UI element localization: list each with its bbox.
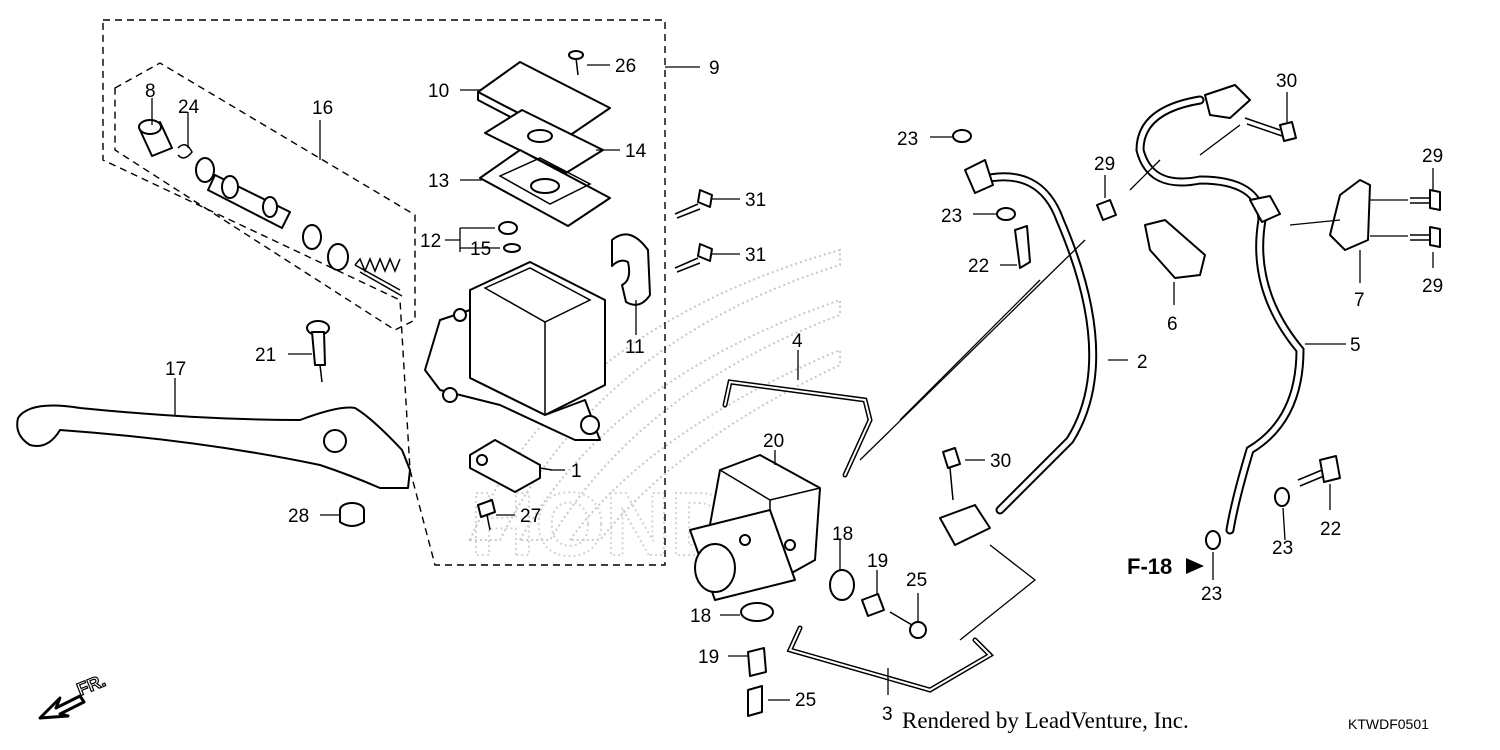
callout: 17 bbox=[165, 359, 186, 380]
callout: 16 bbox=[312, 98, 333, 119]
callout-numbers: 1 2 3 4 5 6 7 8 9 10 11 12 13 14 15 16 1… bbox=[145, 56, 1443, 725]
hose-joint-upper bbox=[1204, 84, 1251, 119]
switch-screw bbox=[477, 499, 496, 531]
callout: 13 bbox=[428, 171, 449, 192]
callout: 23 bbox=[897, 129, 918, 150]
sealing-washer bbox=[1274, 487, 1290, 507]
callout: 28 bbox=[288, 506, 309, 527]
piston-kit-box bbox=[114, 62, 416, 331]
grommet bbox=[829, 569, 855, 601]
collar bbox=[861, 593, 885, 617]
reference-figure-label: F-18 bbox=[1127, 554, 1173, 579]
reservoir-cap-set bbox=[477, 61, 611, 227]
grommet bbox=[740, 602, 774, 622]
callout: 2 bbox=[1137, 352, 1148, 373]
callout: 29 bbox=[1094, 154, 1115, 175]
piston-kit bbox=[138, 119, 403, 297]
callout: 24 bbox=[178, 97, 200, 118]
abs-bolts bbox=[747, 611, 927, 717]
sealing-washer bbox=[996, 207, 1016, 221]
callout: 18 bbox=[832, 524, 853, 545]
callout: 23 bbox=[1201, 584, 1222, 605]
callout: 5 bbox=[1350, 335, 1361, 356]
callout: 19 bbox=[867, 551, 888, 572]
callout: 7 bbox=[1354, 290, 1365, 311]
callout: 30 bbox=[1276, 71, 1297, 92]
leader-lines bbox=[151, 64, 1434, 701]
cap-screw bbox=[568, 50, 584, 76]
float bbox=[498, 221, 518, 235]
hose-joint bbox=[939, 504, 991, 546]
callout: 29 bbox=[1422, 146, 1443, 167]
master-cylinder-body bbox=[424, 261, 606, 441]
reference-arrow-icon bbox=[1186, 558, 1204, 574]
callout: 14 bbox=[625, 141, 647, 162]
callout: 25 bbox=[906, 570, 927, 591]
callout: 23 bbox=[941, 206, 962, 227]
callout: 3 bbox=[882, 704, 893, 725]
hose-stay bbox=[1144, 219, 1206, 279]
front-direction-indicator: FR. bbox=[38, 670, 109, 720]
footer-credit: Rendered by LeadVenture, Inc. bbox=[902, 708, 1189, 733]
sealing-washer bbox=[1205, 530, 1221, 550]
lever-pivot bbox=[323, 429, 347, 453]
callout: 30 bbox=[990, 451, 1011, 472]
callout: 9 bbox=[709, 58, 720, 79]
holder-clamp bbox=[611, 233, 651, 306]
o-ring bbox=[503, 243, 521, 253]
front-direction-label: FR. bbox=[74, 670, 108, 699]
abs-modulator bbox=[689, 454, 821, 601]
callout: 4 bbox=[792, 331, 803, 352]
callout: 10 bbox=[428, 81, 449, 102]
callout: 6 bbox=[1167, 314, 1178, 335]
callout: 19 bbox=[698, 647, 719, 668]
callout: 29 bbox=[1422, 276, 1443, 297]
pivot-bolt bbox=[306, 320, 330, 383]
sealing-washer bbox=[952, 129, 972, 143]
callout: 23 bbox=[1272, 538, 1293, 559]
callout: 31 bbox=[745, 190, 766, 211]
callout: 15 bbox=[470, 239, 491, 260]
callout: 1 bbox=[571, 461, 582, 482]
front-arrow-icon bbox=[38, 694, 86, 720]
callout: 21 bbox=[255, 345, 276, 366]
callout: 18 bbox=[690, 606, 711, 627]
holder-bolts bbox=[674, 189, 713, 273]
hose-clamp-stay bbox=[1329, 179, 1371, 251]
callout: 22 bbox=[968, 256, 989, 277]
callout: 22 bbox=[1320, 519, 1341, 540]
stop-switch bbox=[469, 439, 553, 493]
callout: 8 bbox=[145, 81, 156, 102]
callout: 26 bbox=[615, 56, 636, 77]
callout: 25 bbox=[795, 690, 816, 711]
master-cylinder-assembly-box bbox=[102, 19, 666, 566]
callout: 27 bbox=[520, 506, 541, 527]
pivot-nut bbox=[339, 502, 365, 527]
callout: 31 bbox=[745, 245, 766, 266]
collar bbox=[747, 647, 767, 677]
callout: 20 bbox=[763, 431, 784, 452]
callout: 12 bbox=[420, 231, 441, 252]
callout: 11 bbox=[625, 337, 645, 358]
diagram-code: KTWDF0501 bbox=[1348, 716, 1429, 732]
brake-lever bbox=[16, 404, 411, 489]
fastener-bolts bbox=[942, 117, 1441, 501]
